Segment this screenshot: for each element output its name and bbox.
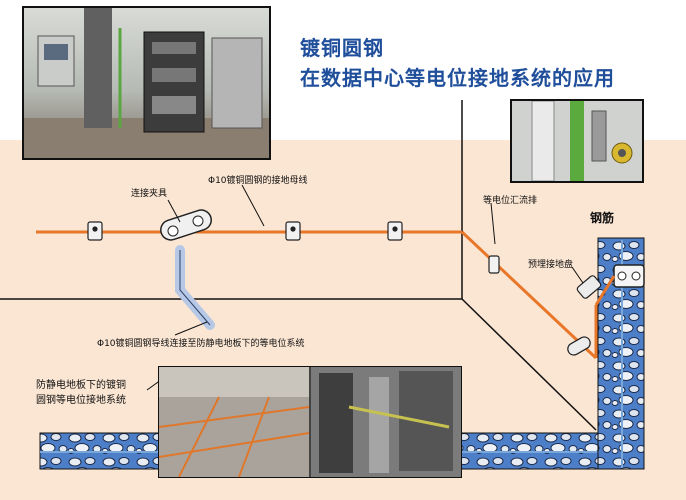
- title-line-2: 在数据中心等电位接地系统的应用: [300, 66, 615, 90]
- label-embedded-plate: 预埋接地盘: [528, 260, 574, 270]
- label-connect-clamp: 连接夹具: [131, 189, 168, 199]
- busbar-detail-photo: [510, 99, 644, 183]
- label-rebar: 钢筋: [590, 211, 615, 225]
- embedded-plate-icon: [567, 275, 602, 356]
- floor-grid-photo: [158, 366, 462, 478]
- room-outline: [0, 100, 597, 431]
- wall-slab: [597, 237, 645, 470]
- label-floor-system: 防静电地板下的镀铜 圆钢等电位接地系统: [36, 380, 126, 406]
- callout-lines: [146, 184, 584, 391]
- label-conductor-note: Φ10镀铜圆钢导线连接至防静电地板下的等电位系统: [97, 339, 305, 349]
- server-room-photo: [22, 6, 271, 160]
- label-busbar: Φ10镀铜圆钢的接地母线: [208, 176, 308, 186]
- bracket-icon: [87, 221, 500, 274]
- title-line-1: 镀铜圆钢: [300, 36, 384, 60]
- clamp-icon: [160, 209, 215, 330]
- label-equipotential-bar: 等电位汇流排: [483, 196, 538, 206]
